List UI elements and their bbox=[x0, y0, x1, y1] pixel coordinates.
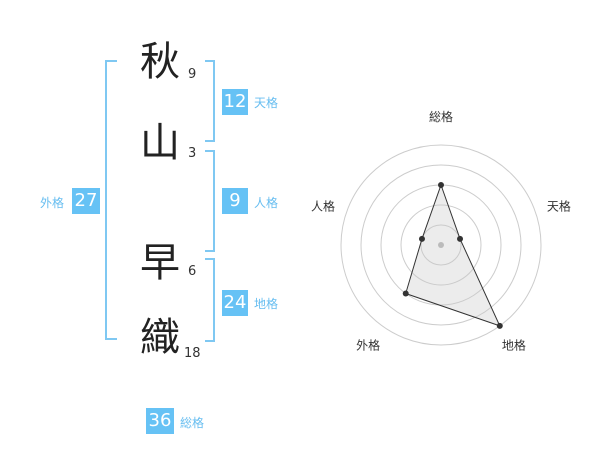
name-char-2: 山 bbox=[140, 120, 180, 166]
name-char-1: 秋 bbox=[140, 39, 180, 85]
gaikaku-label: 外格 bbox=[40, 196, 65, 210]
radar-ring bbox=[360, 164, 522, 326]
radar-center bbox=[438, 242, 444, 248]
stroke-count-1: 9 bbox=[188, 67, 197, 82]
stroke-count-3: 6 bbox=[188, 264, 197, 279]
radar-point-5 bbox=[418, 235, 425, 242]
name-char-4: 織 bbox=[140, 315, 180, 361]
chikaku-bracket bbox=[205, 258, 215, 342]
gaikaku-bracket bbox=[105, 60, 117, 340]
jinkaku-value: 9 bbox=[222, 188, 248, 214]
radar-point-1 bbox=[438, 182, 444, 188]
radar-value-area bbox=[405, 183, 501, 327]
radar-axis-label-3: 地格 bbox=[502, 337, 526, 352]
radar-axis-label-5: 人格 bbox=[311, 199, 335, 214]
name-char-3: 早 bbox=[140, 240, 180, 286]
stroke-count-4: 18 bbox=[184, 346, 201, 361]
radar-ring bbox=[420, 224, 462, 266]
radar-ring bbox=[400, 204, 482, 286]
chikaku-value: 24 bbox=[222, 290, 248, 316]
soukaku-value: 36 bbox=[146, 408, 174, 434]
radar-point-4 bbox=[402, 290, 409, 297]
radar-point-3 bbox=[496, 322, 503, 329]
tenkaku-bracket bbox=[205, 60, 215, 142]
tenkaku-label: 天格 bbox=[254, 96, 279, 110]
jinkaku-label: 人格 bbox=[254, 196, 279, 210]
radar-point-2 bbox=[457, 235, 464, 242]
jinkaku-bracket bbox=[205, 150, 215, 252]
tenkaku-value: 12 bbox=[222, 89, 248, 115]
gaikaku-value: 27 bbox=[72, 188, 100, 214]
soukaku-label: 総格 bbox=[180, 416, 205, 430]
radar-axis-label-2: 天格 bbox=[547, 199, 571, 214]
chikaku-label: 地格 bbox=[254, 297, 279, 311]
radar-axis-label-1: 総格 bbox=[429, 109, 453, 124]
radar-axis-label-4: 外格 bbox=[356, 337, 380, 352]
stroke-count-2: 3 bbox=[188, 146, 197, 161]
